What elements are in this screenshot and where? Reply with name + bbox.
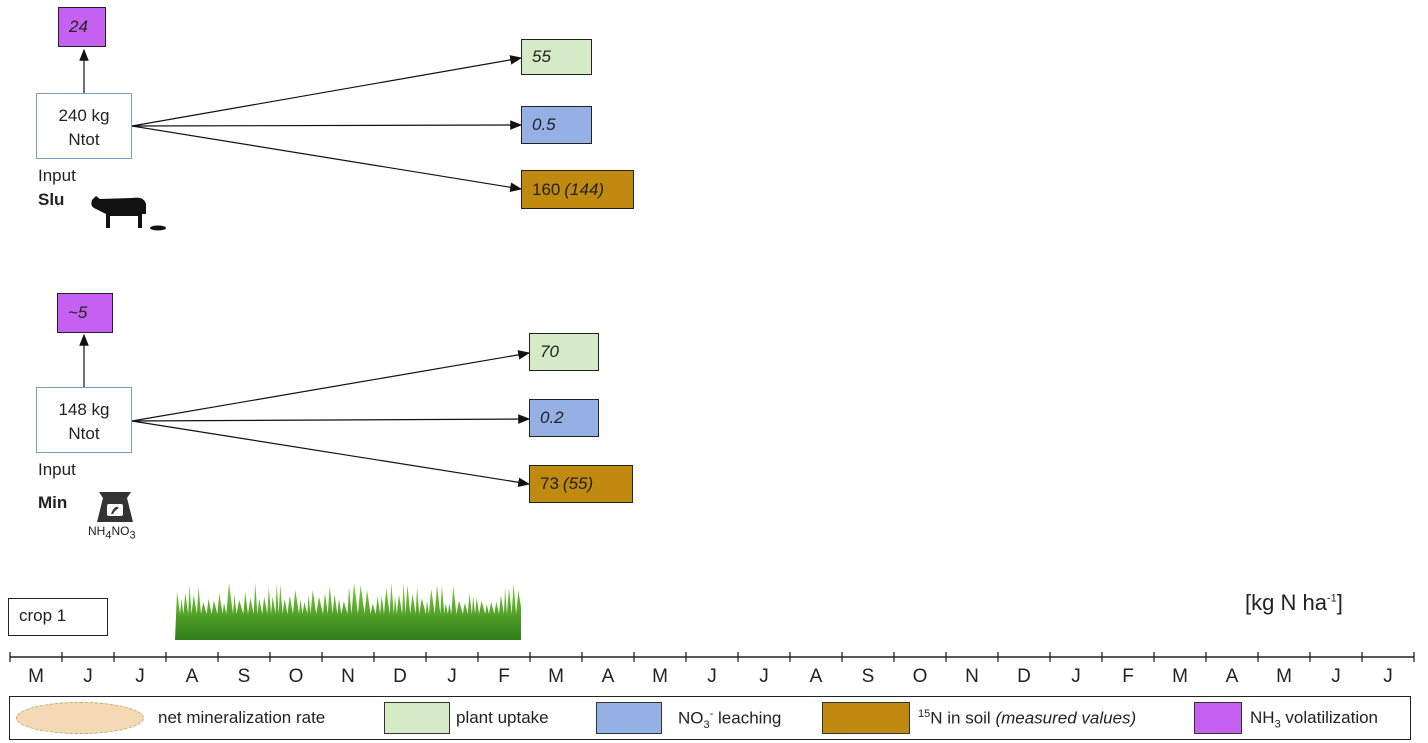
month-label: O	[912, 666, 928, 687]
legend-uptake-label: plant uptake	[456, 708, 549, 727]
min-uptake-box: 70	[529, 333, 599, 371]
min-soil-box: 73(55)	[529, 465, 633, 503]
slu-input-amount: 240 kg	[58, 106, 110, 125]
min-volatilization-value: ~5	[68, 303, 88, 322]
legend: net mineralization rate plant uptake NO3…	[9, 696, 1411, 740]
month-label: D	[1017, 666, 1031, 687]
month-label: M	[28, 666, 44, 687]
slu-uptake-box: 55	[521, 39, 592, 75]
month-label: M	[548, 666, 564, 687]
month-label: J	[83, 666, 93, 687]
cow-icon	[91, 196, 166, 231]
min-soil-value: 73	[540, 474, 559, 493]
slu-volatilization-box: 24	[58, 7, 106, 47]
month-label: J	[447, 666, 457, 687]
slu-leaching-box: 0.5	[521, 106, 592, 144]
fertilizer-bag-icon	[97, 492, 133, 522]
legend-mineralization-swatch	[16, 702, 144, 734]
month-label: A	[1225, 666, 1239, 687]
month-label: A	[601, 666, 615, 687]
min-input-name: Min	[38, 493, 68, 512]
slu-uptake-value: 55	[532, 47, 551, 66]
min-volatilization-box: ~5	[57, 293, 113, 333]
min-input-caption: Input	[38, 460, 76, 479]
slu-soil-measured: (144)	[564, 179, 605, 199]
month-label: A	[185, 666, 199, 687]
legend-uptake-swatch	[384, 702, 450, 734]
min-leaching-box: 0.2	[529, 399, 599, 437]
min-fertilizer-label: NH4NO3	[88, 524, 136, 542]
month-label: O	[288, 666, 304, 687]
slu-input-name: Slu	[38, 190, 65, 209]
legend-soil-label: 15N in soil (measured values)	[918, 708, 1137, 728]
month-label: S	[237, 666, 251, 687]
month-label: A	[809, 666, 823, 687]
slu-volatilization-value: 24	[69, 17, 88, 36]
month-label: J	[707, 666, 717, 687]
unit-label: [kg N ha-1]	[1245, 590, 1343, 615]
month-label: S	[861, 666, 875, 687]
grass-image	[175, 582, 521, 640]
min-soil-measured: (55)	[562, 474, 594, 493]
slu-input-caption: Input	[38, 166, 76, 185]
legend-leaching-label: NO3- leaching	[678, 708, 782, 732]
min-input-box: 148 kg Ntot	[36, 387, 132, 453]
slu-input-box: 240 kg Ntot	[36, 93, 132, 159]
month-label: J	[1383, 666, 1393, 687]
legend-mineralization-label: net mineralization rate	[158, 708, 326, 727]
month-label: M	[1276, 666, 1292, 687]
legend-leaching-swatch	[596, 702, 662, 734]
month-label: M	[652, 666, 668, 687]
legend-soil-swatch	[822, 702, 910, 734]
slu-input-unit: Ntot	[68, 130, 100, 149]
month-label: J	[759, 666, 769, 687]
min-input-unit: Ntot	[68, 424, 100, 443]
min-input-amount: 148 kg	[58, 400, 110, 419]
min-uptake-value: 70	[540, 342, 559, 361]
crop-label: crop 1	[8, 598, 108, 636]
slu-leaching-value: 0.5	[532, 115, 556, 134]
month-label: D	[393, 666, 407, 687]
slu-soil-box: 160(144)	[521, 170, 634, 209]
month-label: J	[1071, 666, 1081, 687]
month-label: F	[1122, 666, 1134, 687]
month-label: M	[1172, 666, 1188, 687]
month-label: J	[1331, 666, 1341, 687]
legend-volatilization-label: NH3 volatilization	[1250, 708, 1379, 731]
min-leaching-value: 0.2	[540, 408, 564, 427]
slu-soil-value: 160	[532, 179, 561, 199]
month-label: J	[135, 666, 145, 687]
timeline-axis	[9, 652, 1415, 662]
month-label: N	[965, 666, 979, 687]
legend-volatilization-swatch	[1194, 702, 1242, 734]
month-label: N	[341, 666, 355, 687]
month-label: F	[498, 666, 510, 687]
